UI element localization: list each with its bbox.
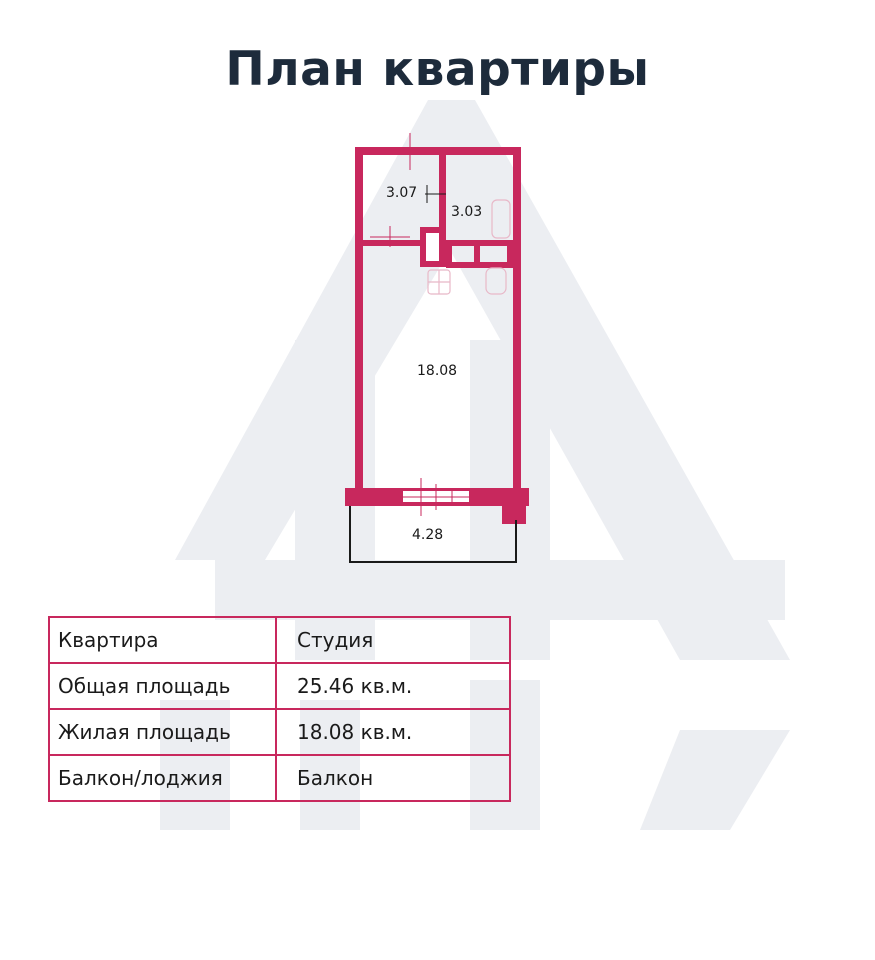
wall-kitchen-post-2: [474, 246, 480, 268]
plan-fixtures: [427, 199, 511, 295]
plan-dividers: [425, 185, 446, 203]
plan-markers: [370, 133, 469, 516]
room-area-living: 18.08: [417, 363, 457, 379]
wall-kitchen-post-1: [446, 246, 452, 268]
page-title: План квартиры: [225, 42, 650, 97]
wall-kitchen-lower: [446, 262, 513, 268]
table-row: Балкон/лоджия Балкон: [48, 754, 511, 802]
wall-corner-pillar: [502, 488, 526, 524]
apartment-info-table: Квартира Студия Общая площадь 25.46 кв.м…: [48, 616, 511, 802]
wall-top: [355, 147, 521, 155]
wall-kitchen-post-3: [507, 246, 513, 268]
watermark-beam: [215, 560, 785, 620]
sink-fixture: [485, 267, 507, 295]
room-area-balcony: 4.28: [412, 527, 443, 543]
balcony-outline: [349, 506, 517, 563]
table-label-balcony: Балкон/лоджия: [48, 754, 277, 802]
table-row: Жилая площадь 18.08 кв.м.: [48, 708, 511, 756]
table-value-living-area: 18.08 кв.м.: [275, 708, 511, 756]
table-row: Квартира Студия: [48, 616, 511, 664]
table-row: Общая площадь 25.46 кв.м.: [48, 662, 511, 710]
toilet-fixture: [491, 199, 511, 239]
watermark-roof-shape: [175, 100, 790, 660]
table-value-total-area: 25.46 кв.м.: [275, 662, 511, 710]
table-label-living-area: Жилая площадь: [48, 708, 277, 756]
wall-left: [355, 147, 363, 499]
plan-walls: [345, 147, 529, 524]
table-label-total-area: Общая площадь: [48, 662, 277, 710]
niche-inner: [426, 233, 439, 261]
balcony-rail: [349, 506, 517, 563]
table-value-balcony: Балкон: [275, 754, 511, 802]
room-area-kitchen: 3.03: [451, 204, 482, 220]
wall-right: [513, 147, 521, 499]
wall-kitchen-bottom: [446, 240, 513, 246]
table-value-apartment: Студия: [275, 616, 511, 664]
table-label-apartment: Квартира: [48, 616, 277, 664]
watermark-lower-right: [640, 730, 790, 830]
wall-bath-bottom: [363, 240, 423, 246]
room-area-bathroom: 3.07: [386, 185, 417, 201]
wall-bath-kitchen: [439, 147, 446, 247]
